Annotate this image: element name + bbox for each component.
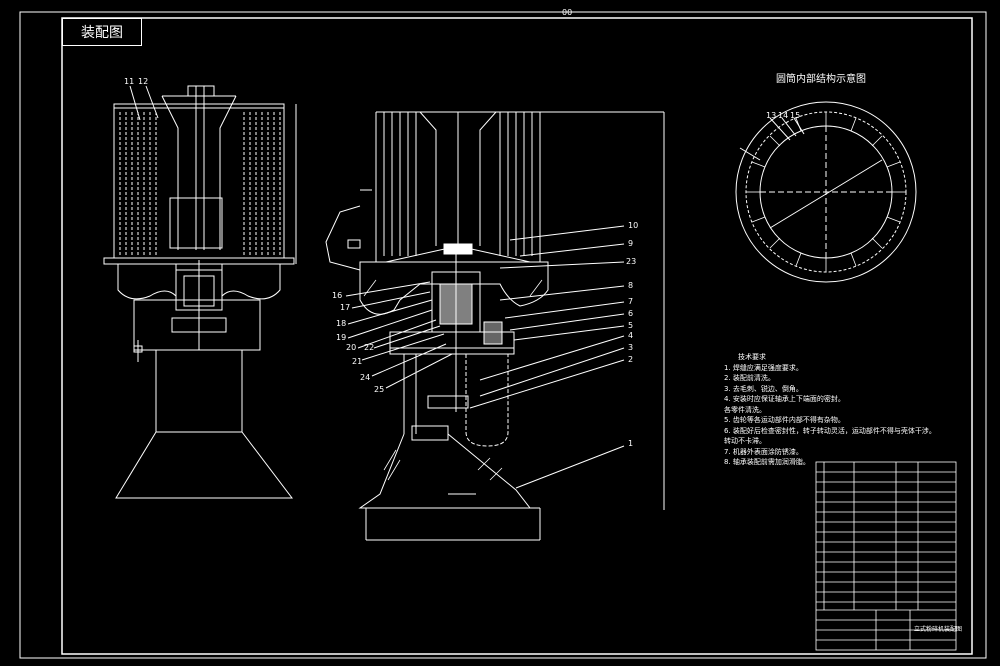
- note-line: 转动不卡滞。: [724, 437, 766, 445]
- part-label: 6: [628, 309, 634, 318]
- part-label: 1: [628, 439, 634, 448]
- drawing-name: 立式粉碎机装配图: [914, 626, 963, 633]
- part-label: 21: [352, 357, 363, 366]
- technical-notes: 技术要求 1. 焊缝应满足强度要求。 2. 装配前清洗。 3. 去毛刺、锐边、倒…: [724, 352, 936, 468]
- title-block: [815, 461, 957, 651]
- section-view: [325, 111, 665, 541]
- drawing-title: 装配图: [62, 18, 142, 46]
- part-label: 5: [628, 321, 634, 330]
- part-label: 8: [628, 281, 634, 290]
- part-label: 2: [628, 355, 634, 364]
- note-line: 3. 去毛刺、锐边、倒角。: [724, 384, 803, 393]
- note-line: 6. 装配好后检查密封性，转子转动灵活，运动部件不得与壳体干涉。: [724, 426, 936, 435]
- part-label: 20: [346, 343, 357, 352]
- notes-heading: 技术要求: [738, 353, 766, 361]
- note-line: 2. 装配前清洗。: [724, 374, 775, 382]
- inner-structure-view: [735, 101, 917, 283]
- part-label: 24: [360, 373, 371, 382]
- part-label: 11: [124, 77, 135, 86]
- part-label: 23: [626, 257, 637, 266]
- part-label: 25: [374, 385, 385, 394]
- part-label: 17: [340, 303, 351, 312]
- note-line: 各零件清洗。: [724, 405, 766, 414]
- inner-view-title: 圆筒内部结构示意图: [776, 74, 866, 85]
- part-label: 22: [364, 343, 375, 352]
- part-label: 13: [766, 111, 777, 120]
- note-line: 4. 安装时应保证轴承上下端面的密封。: [724, 395, 845, 403]
- part-label: 16: [332, 291, 343, 300]
- part-label: 15: [790, 111, 801, 120]
- part-label: 10: [628, 221, 639, 230]
- note-line: 1. 焊缝应满足强度要求。: [724, 363, 803, 372]
- part-label: 4: [628, 331, 634, 340]
- part-label: 14: [778, 111, 789, 120]
- sheet-border: [19, 11, 987, 659]
- note-line: 8. 轴承装配前需加润滑脂。: [724, 458, 810, 466]
- part-label: 12: [138, 77, 149, 86]
- note-line: 7. 机器外表面涂防锈漆。: [724, 447, 803, 456]
- part-label: 19: [336, 333, 347, 342]
- part-label: 18: [336, 319, 347, 328]
- part-label: 9: [628, 239, 634, 248]
- left-elevation-view: [103, 85, 297, 499]
- sheet-mark: 00: [562, 8, 573, 17]
- note-line: 5. 齿轮等各运动部件内部不得有杂物。: [724, 416, 845, 424]
- part-label: 7: [628, 297, 634, 306]
- part-label: 3: [628, 343, 634, 352]
